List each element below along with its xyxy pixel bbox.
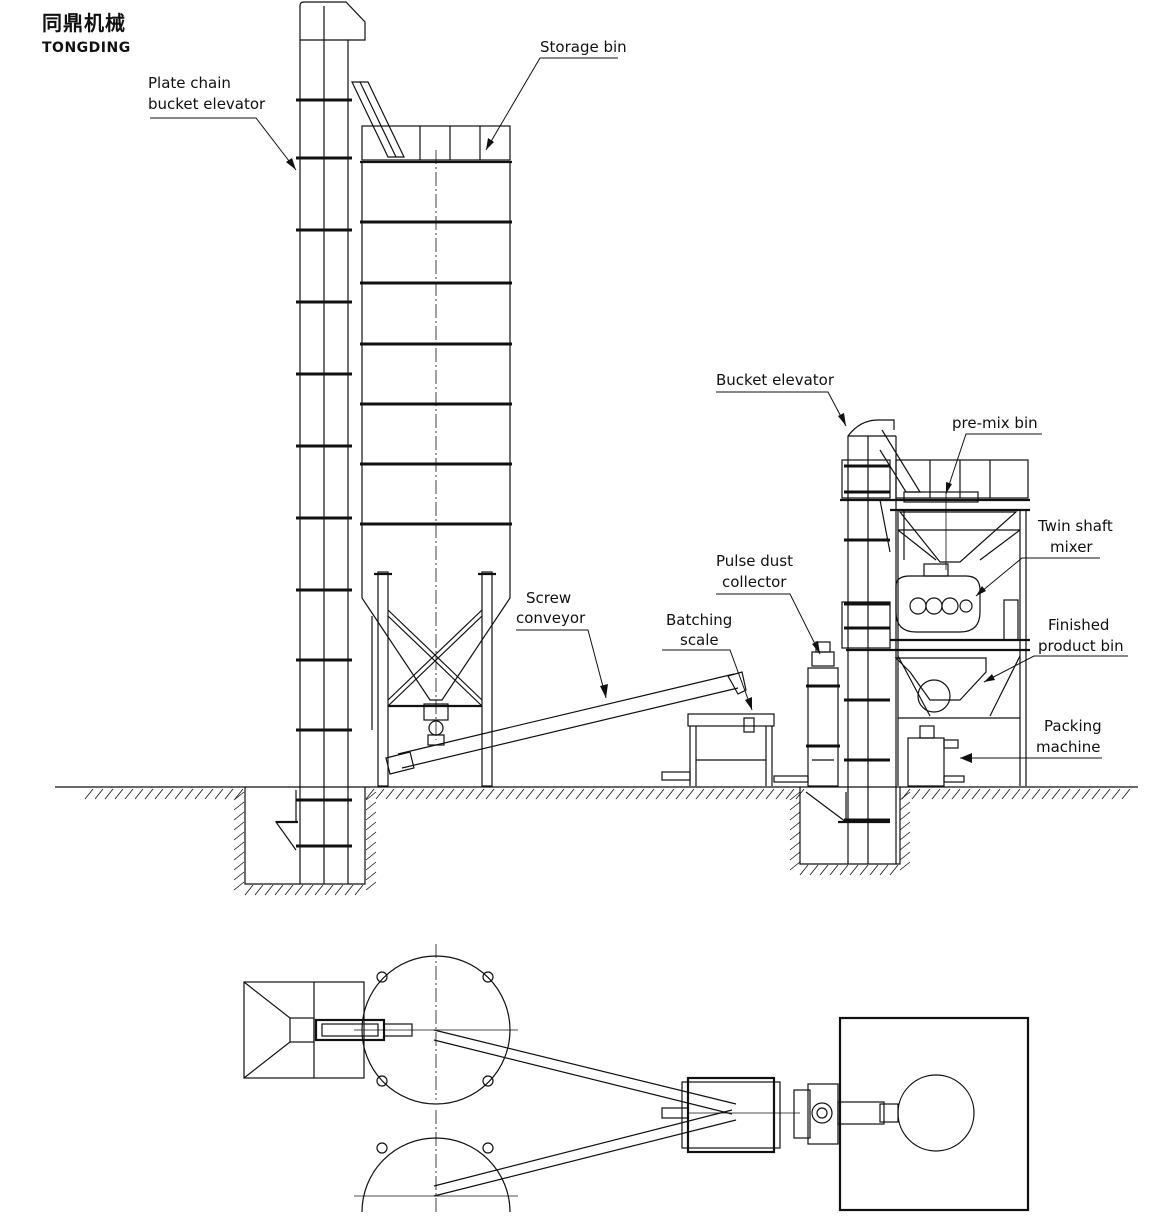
label-screw-line2: conveyor <box>516 609 586 627</box>
label-finished-line1: Finished <box>1048 616 1109 634</box>
screw-conveyor <box>385 671 747 775</box>
label-screw-line1: Screw <box>526 589 571 607</box>
logo-english-text: TONGDING <box>42 40 131 56</box>
label-batching-line1: Batching <box>666 611 732 629</box>
label-pulse-line2: collector <box>722 573 787 591</box>
label-plate-chain-line1: Plate chain <box>148 74 231 92</box>
storage-bin-silo <box>360 125 512 787</box>
ground <box>55 786 1138 896</box>
label-twin-line1: Twin shaft <box>1037 517 1113 535</box>
plate-chain-bucket-elevator <box>274 1 405 884</box>
label-storage-bin: Storage bin <box>540 38 627 56</box>
bucket-elevator <box>805 419 922 864</box>
leader-lines <box>150 57 1128 763</box>
pulse-dust-collector <box>806 641 840 787</box>
plan-view <box>243 944 1030 1213</box>
label-finished-line2: product bin <box>1038 637 1124 655</box>
label-batching-line2: scale <box>680 631 719 649</box>
equipment-labels: Plate chain bucket elevator Storage bin … <box>148 38 1124 756</box>
label-plate-chain-line2: bucket elevator <box>148 95 266 113</box>
label-packing-line2: machine <box>1036 738 1100 756</box>
label-twin-line2: mixer <box>1050 538 1093 556</box>
company-logo: 同鼎机械 TONGDING <box>42 11 131 56</box>
batching-scale <box>661 713 809 786</box>
label-packing-line1: Packing <box>1044 717 1102 735</box>
label-bucket-elevator: Bucket elevator <box>716 371 835 389</box>
logo-chinese-text: 同鼎机械 <box>42 11 126 35</box>
label-premix-bin: pre-mix bin <box>952 414 1038 432</box>
label-pulse-line1: Pulse dust <box>716 552 793 570</box>
mixing-tower <box>840 459 1030 787</box>
